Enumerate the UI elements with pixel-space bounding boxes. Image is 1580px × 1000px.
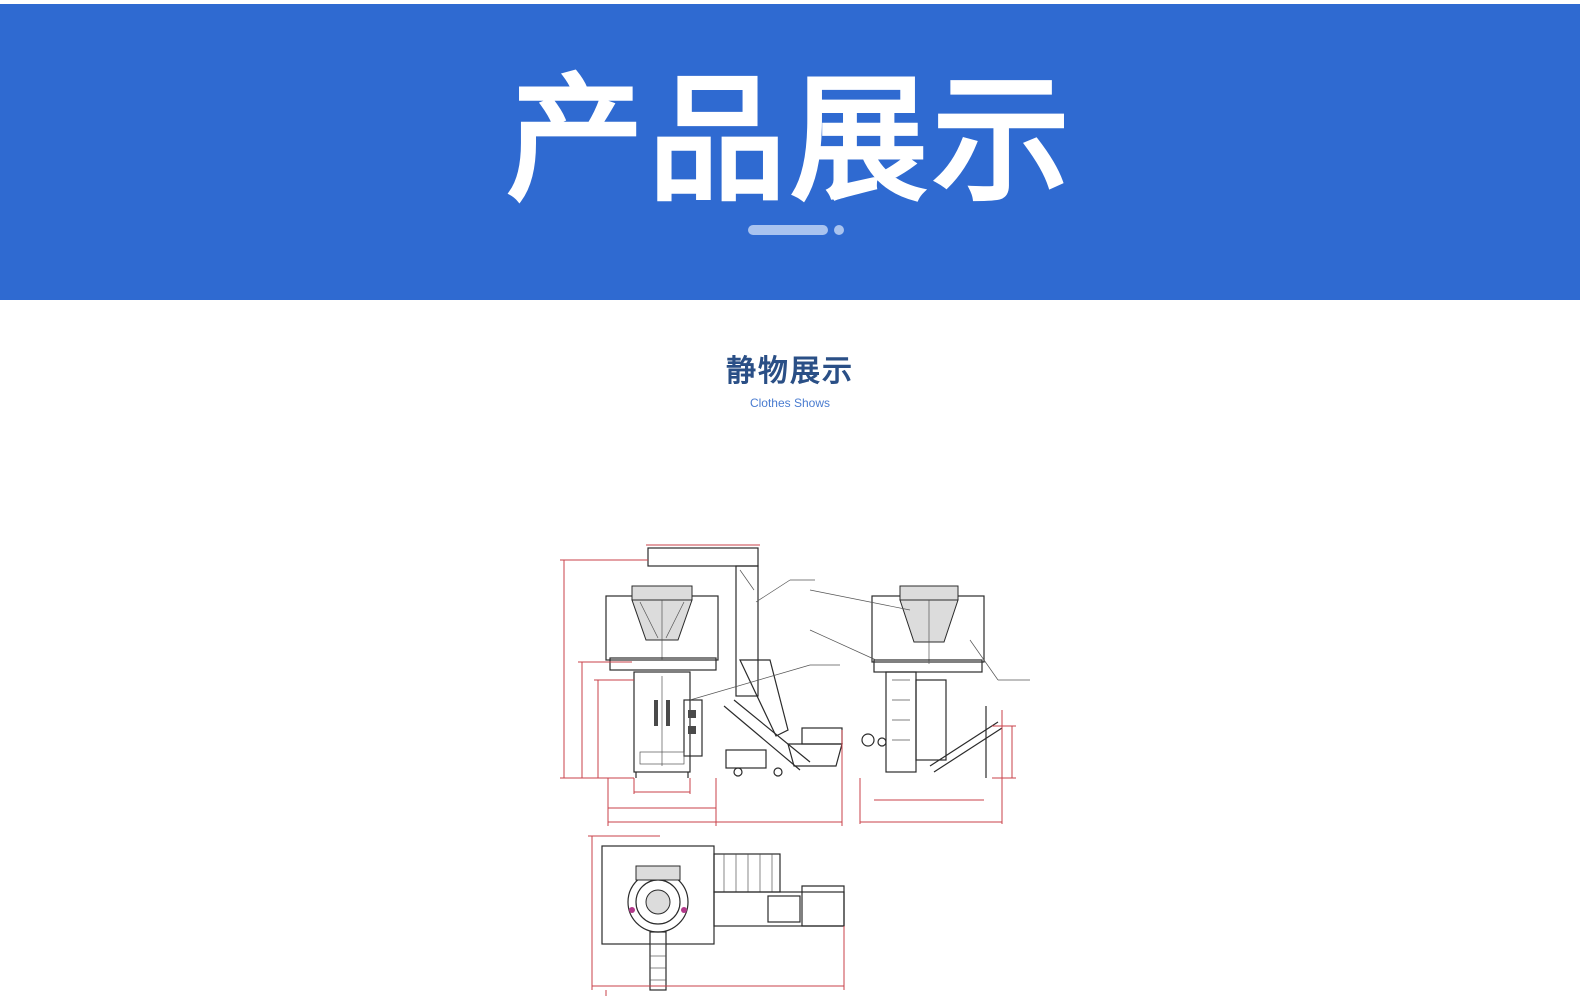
banner-title: 产品展示 [505,60,1074,221]
banner-divider [748,225,848,235]
divider-dot [834,225,844,235]
section-title: 静物展示 [726,354,854,389]
machine-drawing-icon [560,544,1030,996]
product-drawing [540,530,1060,1000]
section-subtitle: Clothes Shows [749,396,831,410]
divider-bar [748,225,828,235]
section-header: 静物展示 Clothes Shows [0,352,1580,412]
banner: 产品展示 [0,4,1580,300]
